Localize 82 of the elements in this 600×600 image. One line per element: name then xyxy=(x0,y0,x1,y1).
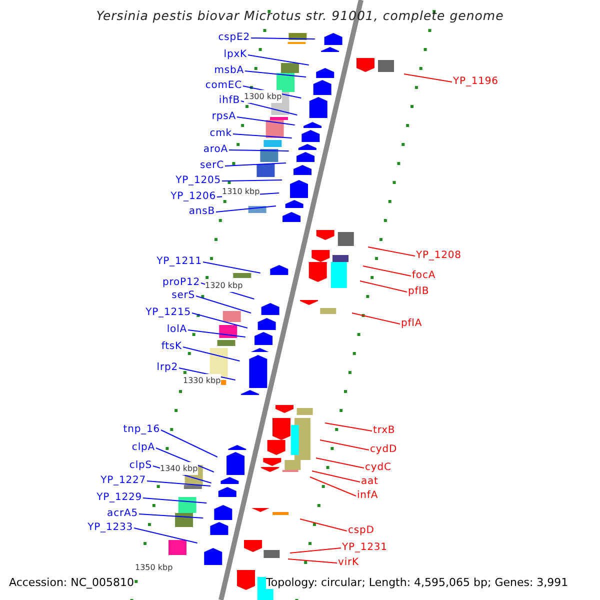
leader-line xyxy=(156,448,214,472)
leader-line xyxy=(404,74,452,82)
leader-line xyxy=(196,296,252,314)
leader-line xyxy=(138,514,204,518)
gene-label: cydD xyxy=(370,443,398,456)
leader-line xyxy=(188,330,246,338)
gene-label: serC xyxy=(200,159,224,172)
gene-label: virK xyxy=(338,556,359,569)
leader-line xyxy=(224,162,286,166)
tick-label: 1310 kbp xyxy=(222,185,260,198)
gene-label: YP_1233 xyxy=(88,521,133,534)
gene-label: YP_1208 xyxy=(416,249,462,262)
gene-label: ansB xyxy=(188,205,215,218)
gene-label: YP_1215 xyxy=(146,306,191,319)
leader-line xyxy=(360,280,408,292)
gene-label: YP_1227 xyxy=(100,474,146,487)
gene-label: proP12 xyxy=(162,276,200,289)
leader-line xyxy=(228,150,290,152)
gene-label: lpxK xyxy=(224,48,247,61)
leader-line xyxy=(134,528,198,544)
gene-label: YP_1206 xyxy=(170,190,216,203)
info-text: Topology: circular; Length: 4,595,065 bp; Genes: 3,991 xyxy=(266,576,568,589)
leader-line xyxy=(352,312,400,324)
leader-line xyxy=(202,262,261,274)
gene-label: aat xyxy=(361,475,378,488)
gene-label: tnp_16 xyxy=(123,423,160,436)
leader-line xyxy=(232,134,292,138)
leader-line xyxy=(324,422,372,432)
leader-line xyxy=(192,312,248,328)
gene-label: trxB xyxy=(373,424,396,437)
tick-label: 1330 kbp xyxy=(183,374,221,387)
tick-label: 1350 kbp xyxy=(135,561,173,574)
gene-label: lrp2 xyxy=(156,361,178,374)
gene-label: cydC xyxy=(365,461,392,474)
title: Yersinia pestis biovar Microtus str. 91001, complete genome xyxy=(95,9,505,22)
leader-line xyxy=(216,206,276,212)
gene-label: cspE2 xyxy=(218,31,250,44)
leader-line xyxy=(290,548,342,554)
gene-label: focA xyxy=(412,269,436,282)
leader-line xyxy=(250,38,316,40)
gene-label: msbA xyxy=(214,64,244,77)
leader-line xyxy=(312,470,360,482)
gene-label: cspD xyxy=(348,524,374,537)
leader-line xyxy=(182,346,240,362)
gene-label: clpS xyxy=(129,459,152,472)
leader-line xyxy=(142,498,208,504)
leader-line xyxy=(240,100,298,116)
leader-line xyxy=(288,558,338,564)
gene-label: pflA xyxy=(401,317,422,330)
gene-label: YP_1231 xyxy=(342,541,388,554)
leader-line xyxy=(300,518,348,532)
gene-label: serS xyxy=(172,289,195,302)
leader-line xyxy=(320,440,370,450)
gene-label: YP_1229 xyxy=(96,491,142,504)
info-text: Accession: NC_005810 xyxy=(9,576,134,589)
leader-line xyxy=(244,70,307,78)
leader-line xyxy=(146,480,212,486)
leader-line xyxy=(222,180,282,182)
tick-label: 1320 kbp xyxy=(205,279,243,292)
gene-label: acrA5 xyxy=(107,507,138,520)
gene-label: YP_1211 xyxy=(156,255,202,268)
leader-line xyxy=(310,476,356,496)
leader-line xyxy=(160,430,218,458)
tick-label: 1340 kbp xyxy=(160,462,198,475)
gene-label: aroA xyxy=(203,143,228,156)
gene-label: pflB xyxy=(408,285,430,298)
gene-label: comEC xyxy=(205,79,242,92)
gene-label: YP_1196 xyxy=(453,75,498,88)
gene-label: cmk xyxy=(210,127,232,140)
gene-label: rpsA xyxy=(212,110,236,123)
leader-line xyxy=(316,458,364,468)
gene-label: ihfB xyxy=(218,94,240,107)
leader-line xyxy=(368,246,416,256)
leader-line xyxy=(362,266,412,276)
gene-label: clpA xyxy=(132,441,155,454)
gene-label: YP_1205 xyxy=(176,174,221,187)
gene-label: ftsK xyxy=(161,340,182,353)
leader-line xyxy=(236,116,296,126)
gene-label: infA xyxy=(357,489,378,502)
leader-line xyxy=(248,54,310,66)
tick-label: 1300 kbp xyxy=(244,90,282,103)
gene-label: lolA xyxy=(166,323,187,336)
